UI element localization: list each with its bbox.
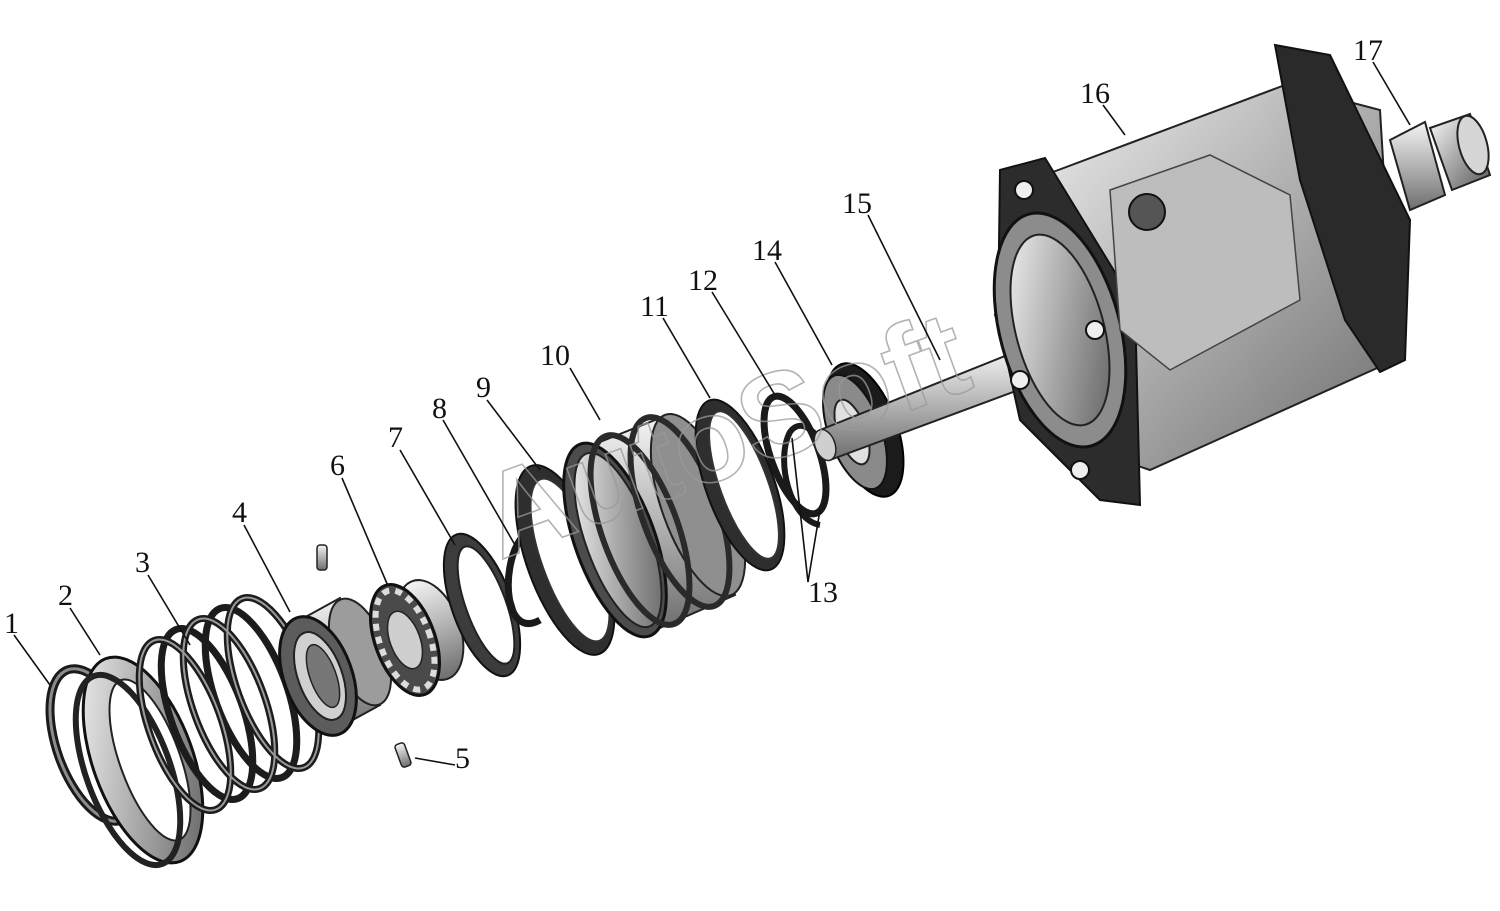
callout-11: 11 xyxy=(640,290,669,323)
callout-14: 14 xyxy=(752,234,782,267)
leader-lines xyxy=(13,61,1411,766)
leader-7 xyxy=(399,449,456,546)
leader-5 xyxy=(414,757,456,766)
leader-16 xyxy=(1102,104,1126,136)
leader-14 xyxy=(774,261,833,366)
callout-7: 7 xyxy=(388,421,403,454)
part-17-fitting xyxy=(1388,112,1492,212)
part-16-housing xyxy=(992,43,1412,507)
part-11-ring xyxy=(694,398,786,572)
callout-16: 16 xyxy=(1080,77,1110,110)
leader-15 xyxy=(867,214,941,361)
leader-17 xyxy=(1372,61,1411,126)
part-2-spring-seat-ring xyxy=(72,655,205,869)
callout-6: 6 xyxy=(330,449,345,482)
leader-10 xyxy=(569,367,601,421)
callout-2: 2 xyxy=(58,579,73,612)
part-10-piston xyxy=(562,412,747,639)
callout-3: 3 xyxy=(135,546,150,579)
leader-2 xyxy=(69,607,101,656)
part-7-ring xyxy=(442,532,522,678)
leader-4 xyxy=(243,524,291,613)
callout-numbers: 1 2 3 4 5 6 7 8 9 10 11 12 13 14 15 16 1… xyxy=(4,34,1383,775)
part-3-coil-highlight xyxy=(138,596,320,812)
callout-12: 12 xyxy=(688,264,718,297)
leader-13 xyxy=(791,437,821,583)
leader-8 xyxy=(442,419,516,546)
callout-9: 9 xyxy=(476,371,491,404)
callout-4: 4 xyxy=(232,496,247,529)
callout-13: 13 xyxy=(808,576,838,609)
leader-6 xyxy=(341,477,389,587)
callout-15: 15 xyxy=(842,187,872,220)
leader-12 xyxy=(711,291,776,396)
callout-10: 10 xyxy=(540,339,570,372)
callout-1: 1 xyxy=(4,607,19,640)
callout-5: 5 xyxy=(455,742,470,775)
leader-11 xyxy=(662,317,711,399)
callout-17: 17 xyxy=(1353,34,1383,67)
leader-9 xyxy=(486,399,541,471)
part-6-toothed-hub xyxy=(369,579,465,697)
callout-8: 8 xyxy=(432,392,447,425)
leader-1 xyxy=(13,634,51,686)
leader-3 xyxy=(147,574,191,646)
part-5-pins xyxy=(316,544,412,768)
